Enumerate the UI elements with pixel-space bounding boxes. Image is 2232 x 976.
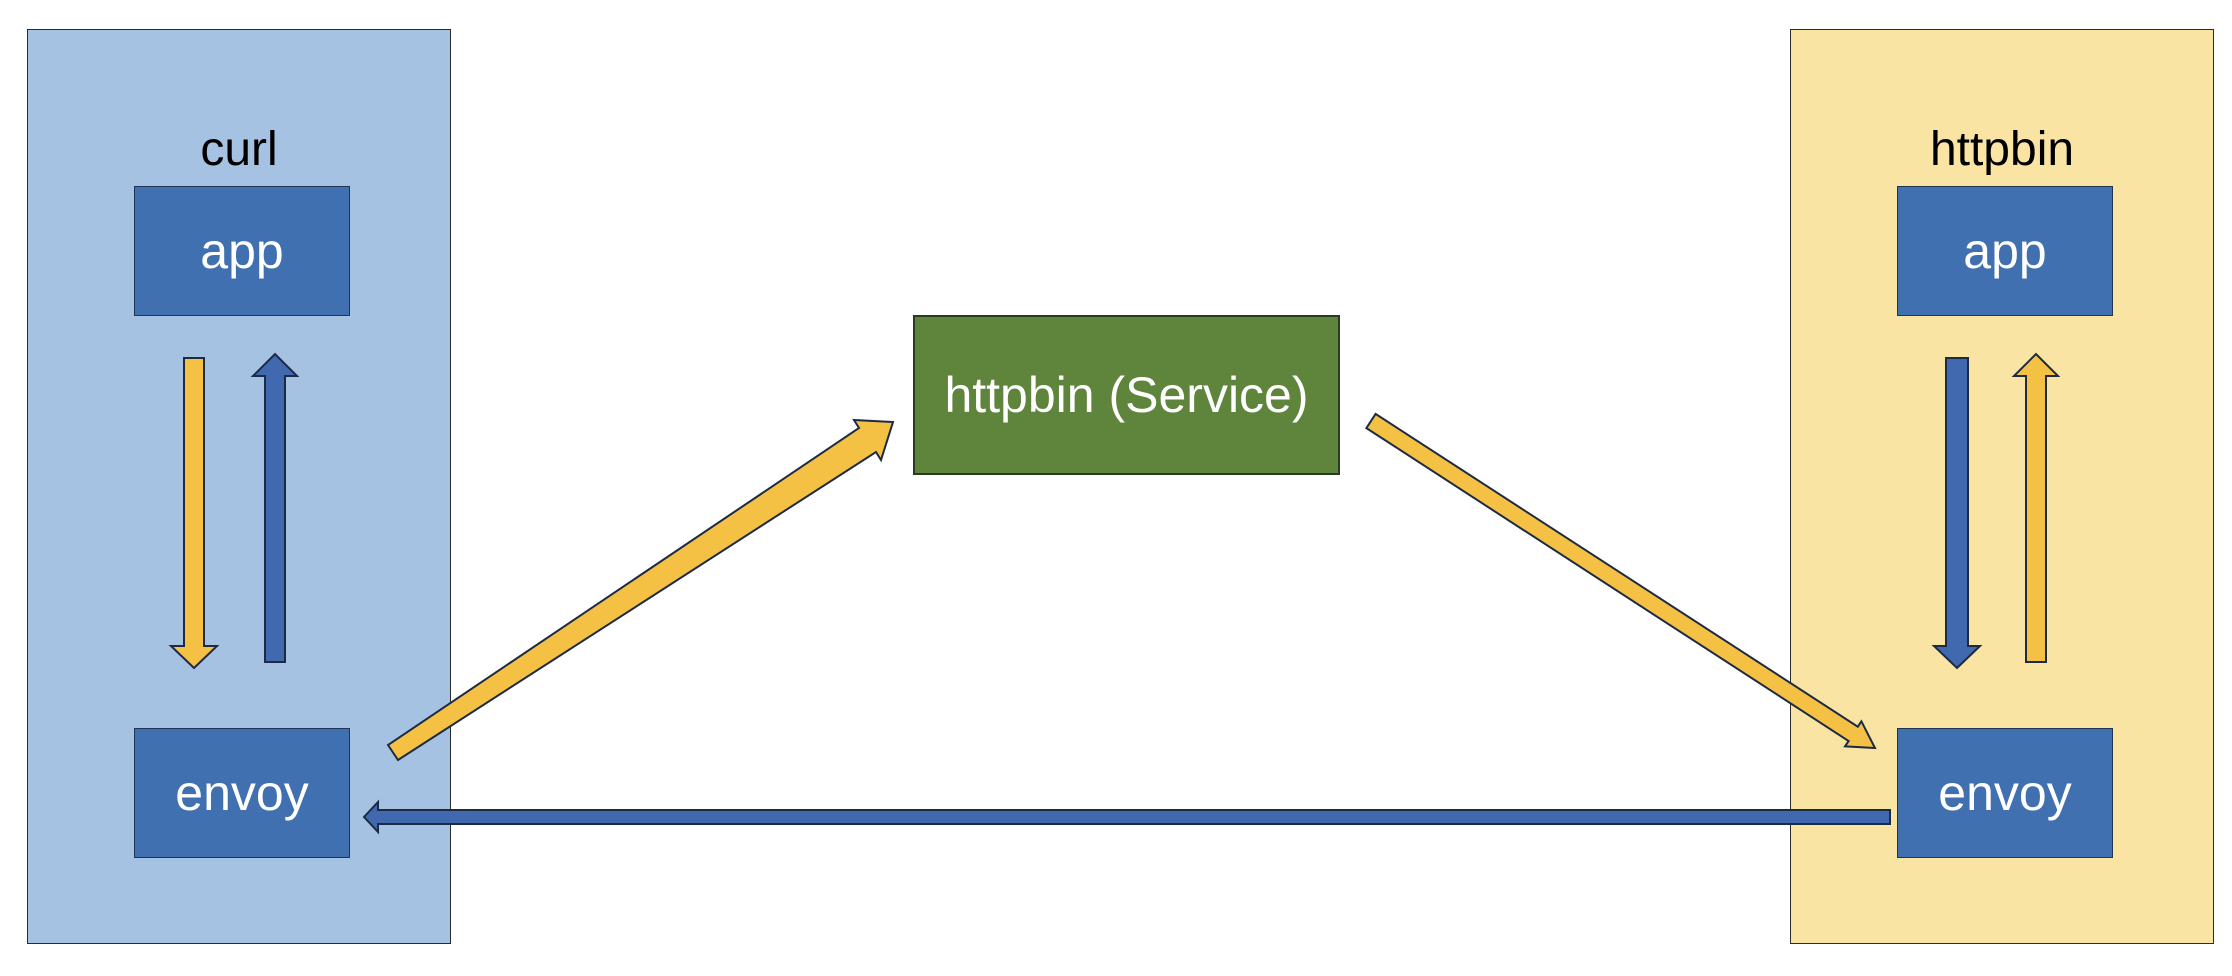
curl-envoy-label: envoy	[175, 765, 309, 821]
httpbin-service-label: httpbin (Service)	[944, 367, 1309, 423]
httpbin-app-label: app	[1963, 223, 2047, 279]
httpbin-service-box: httpbin (Service)	[913, 315, 1340, 475]
httpbin-envoy-box: envoy	[1897, 728, 2113, 858]
curl-envoy-to-service-arrow	[386, 418, 895, 762]
httpbin-app-to-envoy-arrow	[1931, 357, 1983, 670]
curl-app-label: app	[200, 223, 284, 279]
httpbin-envoy-to-curl-envoy-arrow	[362, 799, 1891, 835]
httpbin-envoy-label: envoy	[1938, 765, 2072, 821]
curl-envoy-to-app-arrow	[250, 352, 300, 663]
curl-pod-title: curl	[200, 123, 278, 176]
curl-envoy-box: envoy	[134, 728, 350, 858]
curl-app-to-envoy-arrow	[168, 357, 220, 670]
httpbin-pod-title: httpbin	[1929, 123, 2075, 176]
httpbin-app-box: app	[1897, 186, 2113, 316]
curl-app-box: app	[134, 186, 350, 316]
httpbin-envoy-to-app-arrow	[2011, 352, 2061, 663]
service-to-httpbin-envoy-arrow	[1365, 412, 1877, 750]
